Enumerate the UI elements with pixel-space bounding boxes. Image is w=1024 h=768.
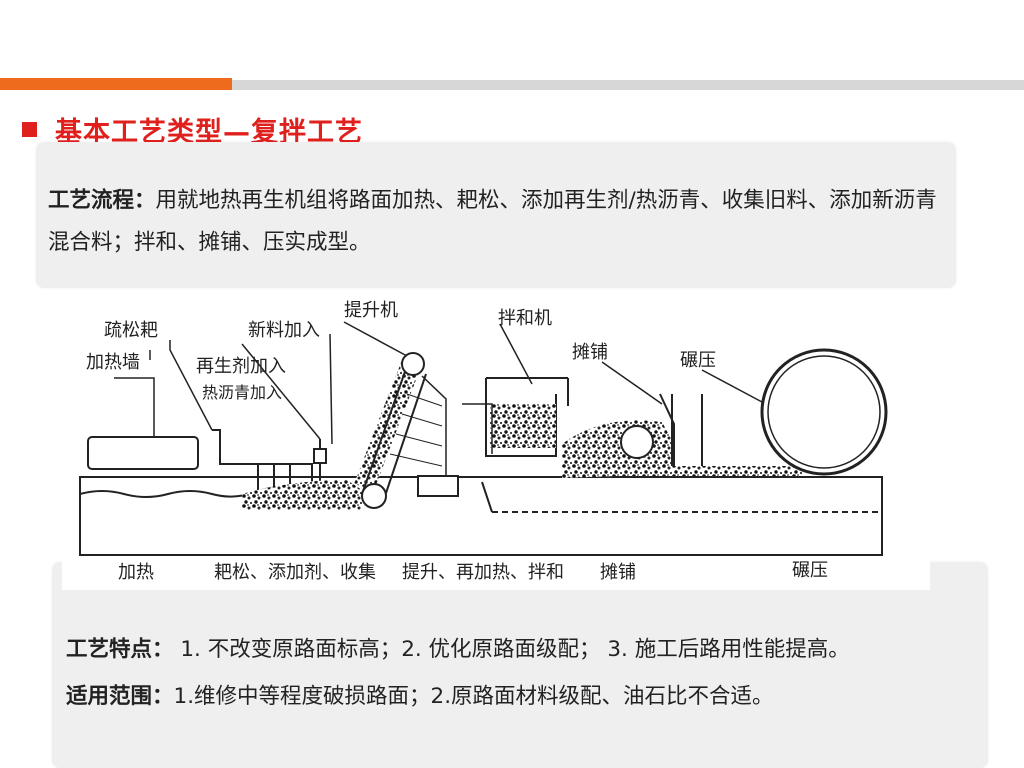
roller-drum-inner	[767, 355, 881, 469]
process-diagram-svg: 疏松耙 新料加入 提升机 拌和机 加热墙 再生剂加入 热沥青加入 摊铺 碾压 加…	[79, 300, 888, 583]
mixer-chute	[462, 403, 493, 454]
leader-line-paver	[601, 361, 663, 405]
heating-unit-box	[417, 475, 459, 497]
features-label: 工艺特点：	[66, 637, 174, 662]
leader-line-rake	[169, 340, 213, 431]
callout-roller: 碾压	[680, 350, 716, 371]
features-line: 工艺特点： 1. 不改变原路面标高；2. 优化原路面级配； 3. 施工后路用性能…	[66, 632, 850, 663]
heater-wall-box	[87, 436, 199, 470]
roller-drum	[760, 348, 888, 476]
stage-heating: 加热	[118, 562, 154, 583]
callout-paver: 摊铺	[572, 342, 608, 363]
scope-label: 适用范围：	[66, 684, 174, 709]
callout-elevator: 提升机	[344, 300, 398, 321]
mixer-material	[490, 404, 556, 448]
leader-line-roller	[701, 369, 763, 403]
slide-title-row: 基本工艺类型—复拌工艺	[22, 112, 363, 148]
paved-mat	[622, 466, 802, 476]
additive-nozzle	[313, 448, 327, 464]
elevator-rib	[401, 413, 443, 427]
leader-line-mixer	[499, 323, 533, 385]
leader-line-new-material	[329, 333, 333, 445]
rake-frame	[212, 429, 313, 486]
stage-lift-reheat-mix: 提升、再加热、拌和	[402, 562, 564, 583]
process-flow-description: 用就地热再生机组将路面加热、耙松、添加再生剂/热沥青、收集旧料、添加新沥青混合料…	[48, 188, 937, 255]
elevator-rib	[389, 453, 443, 467]
callout-mixer: 拌和机	[498, 308, 552, 329]
paver-screed	[659, 393, 675, 469]
elevator-rib	[406, 393, 443, 407]
features-panel	[52, 562, 988, 768]
scope-line: 适用范围：1.维修中等程度破损路面；2.原路面材料级配、油石比不合适。	[66, 679, 774, 710]
process-flow-panel	[36, 142, 956, 288]
features-text: 1. 不改变原路面标高；2. 优化原路面级配； 3. 施工后路用性能提高。	[173, 637, 850, 662]
paver-auger	[620, 425, 654, 459]
header-accent-bar	[0, 78, 232, 90]
square-bullet-icon	[22, 121, 37, 137]
callout-rejuvenator: 再生剂加入	[196, 356, 286, 377]
header-divider-bar	[232, 80, 1024, 90]
leader-line-rejuvenator	[241, 343, 321, 440]
elevator-tail-pulley	[361, 483, 387, 509]
callout-rake: 疏松耙	[104, 320, 158, 341]
stage-paving: 摊铺	[600, 562, 636, 583]
elevator-belt	[361, 365, 408, 495]
callout-new-material: 新料加入	[248, 320, 320, 341]
scope-text: 1.维修中等程度破损路面；2.原路面材料级配、油石比不合适。	[173, 684, 774, 709]
road-section-frame	[79, 476, 883, 556]
stage-rake-add-collect: 耙松、添加剂、收集	[214, 562, 376, 583]
leader-line-elevator	[343, 321, 408, 357]
callout-heater-wall: 加热墙	[86, 352, 140, 373]
callout-hot-asphalt: 热沥青加入	[202, 383, 282, 402]
elevator-head-pulley	[401, 352, 425, 376]
collected-material-pile	[242, 480, 362, 510]
elevator-frame	[421, 375, 447, 484]
leader-line-heater-wall	[114, 377, 155, 436]
elevator-material	[354, 360, 422, 490]
process-flow-text: 工艺流程：用就地热再生机组将路面加热、耙松、添加再生剂/热沥青、收集旧料、添加新…	[48, 180, 943, 264]
elevator-rib	[395, 433, 443, 447]
road-step-line	[481, 481, 493, 513]
stage-compaction: 碾压	[792, 560, 828, 581]
process-flow-label: 工艺流程：	[48, 188, 156, 213]
remix-process-diagram: 疏松耙 新料加入 提升机 拌和机 加热墙 再生剂加入 热沥青加入 摊铺 碾压 加…	[62, 294, 930, 590]
